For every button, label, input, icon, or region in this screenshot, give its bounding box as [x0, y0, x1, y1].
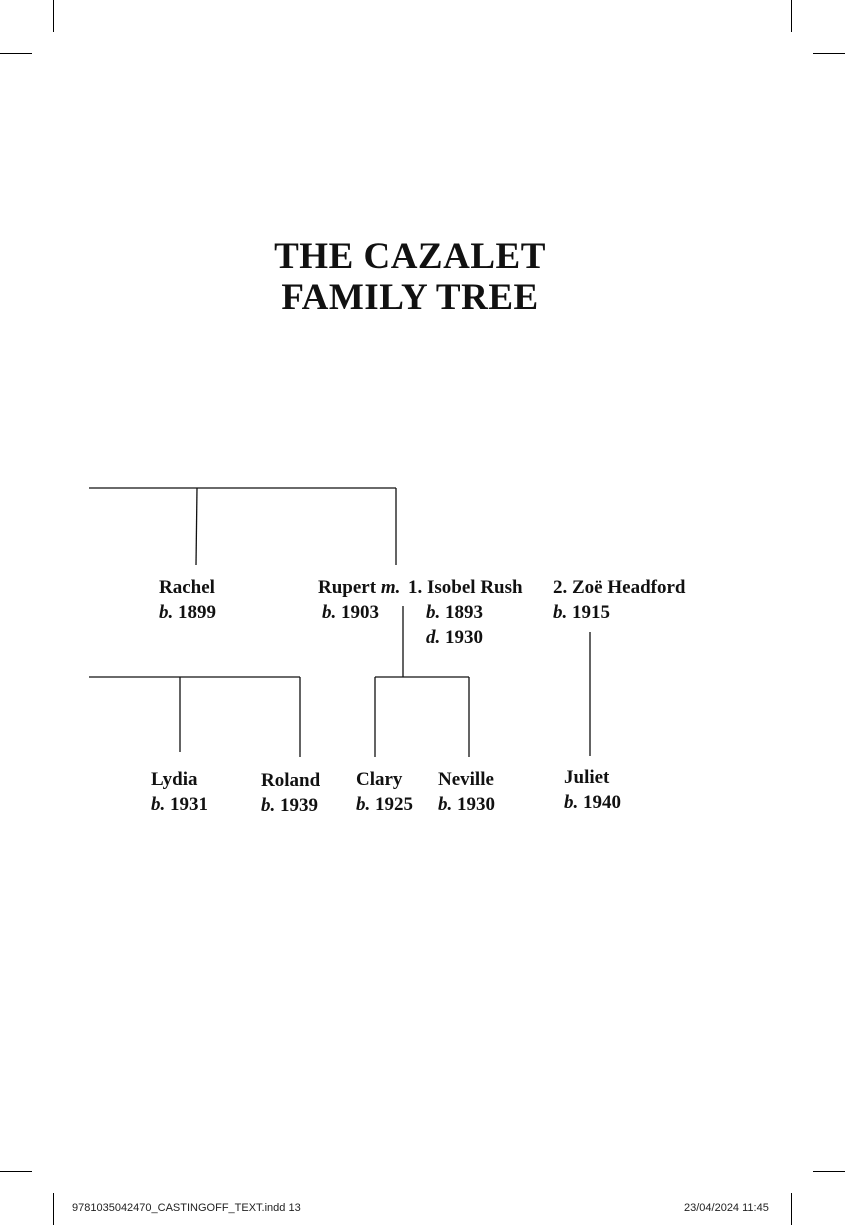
crop-mark-bottom-left-horizontal [0, 1171, 32, 1172]
person-roland: Roland b. 1939 [261, 768, 320, 818]
born-prefix: b. [151, 794, 166, 815]
person-name: Rachel [159, 577, 215, 598]
rachel-drop-line [195, 487, 198, 566]
page-title-line-1: THE CAZALET [274, 236, 546, 277]
print-slug-file: 9781035042470_CASTINGOFF_TEXT.indd 13 [72, 1202, 301, 1214]
page-title-line-2: FAMILY TREE [281, 277, 539, 318]
person-clary: Clary b. 1925 [356, 767, 413, 817]
crop-mark-top-right-horizontal [813, 53, 845, 54]
born-prefix: b. [322, 602, 337, 623]
born-prefix: b. [261, 795, 276, 816]
person-name: Lydia [151, 769, 198, 790]
born-prefix: b. [356, 794, 371, 815]
person-zoe-headford: 2. Zoë Headford b. 1915 [553, 575, 685, 625]
died-year: 1930 [445, 627, 483, 648]
born-year: 1925 [375, 794, 413, 815]
born-year: 1931 [170, 794, 208, 815]
person-name: Juliet [564, 767, 610, 788]
crop-mark-top-right-vertical [791, 0, 792, 32]
person-name: 1. Isobel Rush [408, 577, 523, 598]
person-name: Clary [356, 769, 403, 790]
born-year: 1903 [341, 602, 379, 623]
born-prefix: b. [553, 602, 568, 623]
born-prefix: b. [159, 602, 174, 623]
crop-mark-bottom-right-horizontal [813, 1171, 845, 1172]
born-year: 1899 [178, 602, 216, 623]
born-year: 1893 [445, 602, 483, 623]
person-isobel-rush: 1. Isobel Rush b. 1893 d. 1930 [408, 575, 523, 650]
person-juliet: Juliet b. 1940 [564, 765, 621, 815]
born-prefix: b. [438, 794, 453, 815]
born-year: 1940 [583, 792, 621, 813]
person-name: Rupert [318, 577, 377, 598]
died-prefix: d. [426, 627, 441, 648]
born-year: 1915 [572, 602, 610, 623]
print-slug-datetime: 23/04/2024 11:45 [684, 1202, 769, 1214]
person-name: Roland [261, 770, 321, 791]
born-year: 1930 [457, 794, 495, 815]
crop-mark-bottom-left-vertical [53, 1193, 54, 1225]
born-prefix: b. [426, 602, 441, 623]
crop-mark-bottom-right-vertical [791, 1193, 792, 1225]
person-lydia: Lydia b. 1931 [151, 767, 208, 817]
crop-mark-top-left-horizontal [0, 53, 32, 54]
marriage-prefix: m. [380, 577, 401, 598]
person-rupert: Rupert m. b. 1903 [318, 575, 400, 625]
person-neville: Neville b. 1930 [438, 767, 495, 817]
born-prefix: b. [564, 792, 579, 813]
person-name: 2. Zoë Headford [553, 577, 686, 598]
person-rachel: Rachel b. 1899 [159, 575, 216, 625]
person-name: Neville [438, 769, 494, 790]
crop-mark-top-left-vertical [53, 0, 54, 32]
born-year: 1939 [280, 795, 318, 816]
